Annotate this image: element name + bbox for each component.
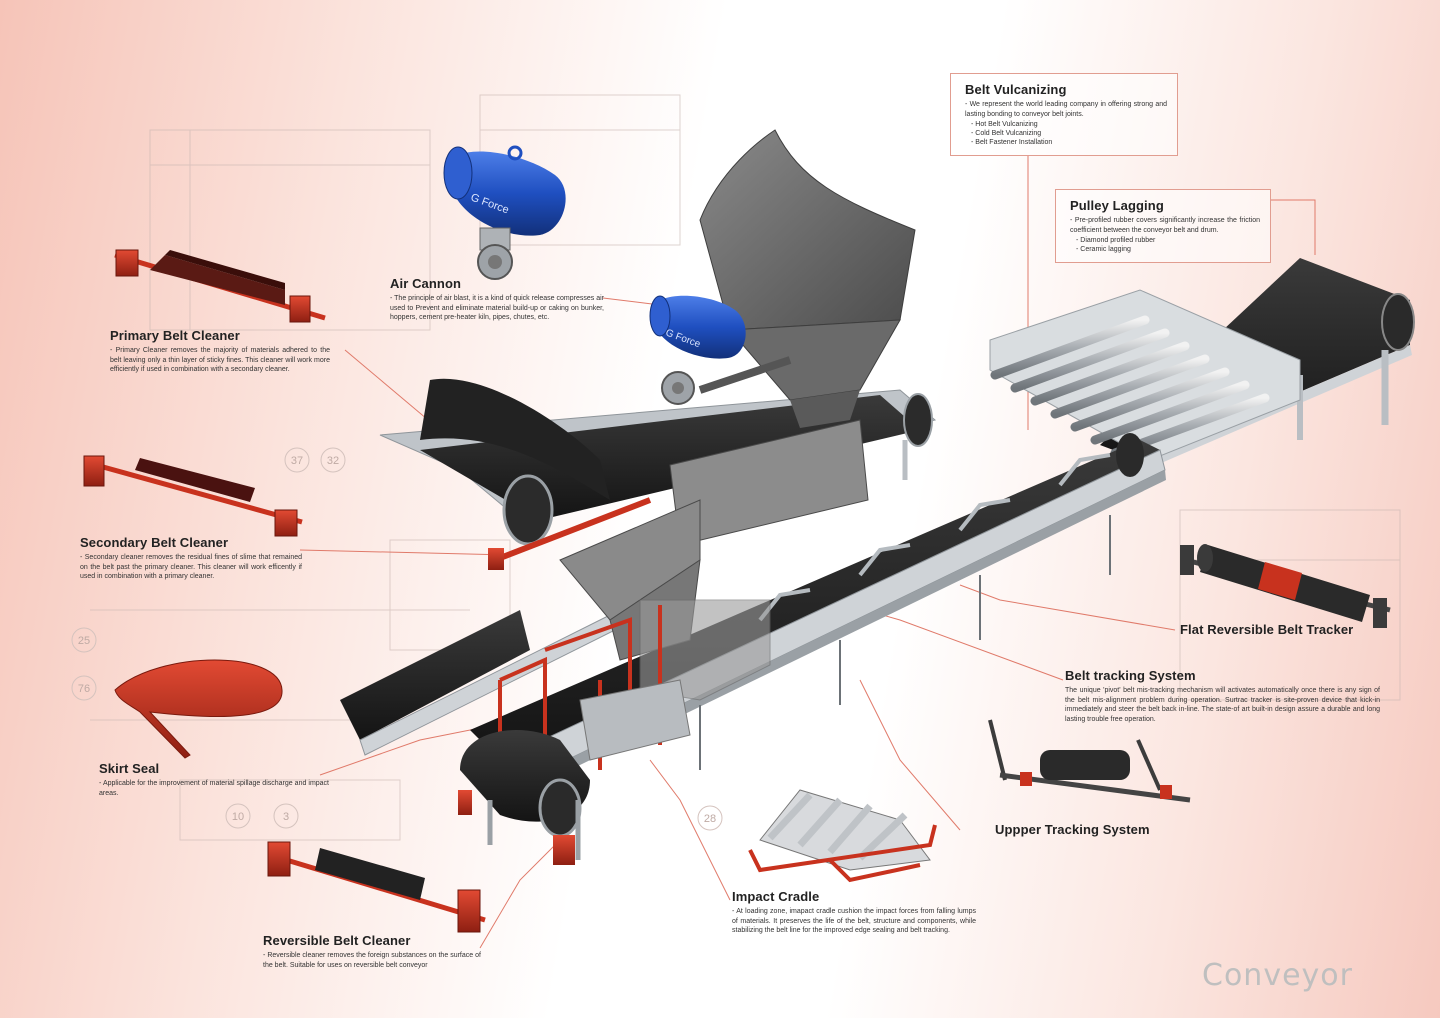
list-item: Diamond profiled rubber [1076, 236, 1260, 245]
background-drawing [90, 94, 1401, 841]
reversible-belt-cleaner-label: Reversible Belt Cleaner - Reversible cle… [263, 933, 481, 970]
skirt-seal-desc: - Applicable for the improvement of mate… [99, 780, 329, 797]
pulley-lagging-desc: - Pre-profiled rubber covers significant… [1070, 217, 1260, 234]
primary-belt-cleaner-product [114, 249, 326, 323]
upper-tracking-system-product [988, 719, 1191, 803]
list-item: Hot Belt Vulcanizing [971, 120, 1167, 129]
belt-vulcanizing-title: Belt Vulcanizing [965, 82, 1067, 97]
upper-tracking-system-label: Uppper Tracking System [995, 822, 1150, 840]
secondary-belt-cleaner-desc: - Secondary cleaner removes the residual… [80, 554, 302, 580]
reversible-belt-cleaner-title: Reversible Belt Cleaner [263, 933, 411, 948]
flat-reversible-belt-tracker-label: Flat Reversible Belt Tracker [1180, 622, 1353, 640]
primary-belt-cleaner-desc: - Primary Cleaner removes the majority o… [110, 347, 330, 373]
reversible-belt-cleaner-product [267, 841, 486, 933]
roller-rack [989, 289, 1301, 461]
flat-reversible-belt-tracker-product [1180, 544, 1391, 628]
air-cannon-title: Air Cannon [390, 276, 462, 291]
belt-vulcanizing-desc: - We represent the world leading company… [965, 101, 1167, 118]
drawing-number-circles: 37 32 25 76 10 3 28 [71, 447, 723, 831]
belt-tracking-system-desc: The unique 'pivot' belt mis-tracking mec… [1065, 687, 1380, 723]
belt-vulcanizing-label: Belt Vulcanizing - We represent the worl… [950, 73, 1178, 156]
pulley-lagging-label: Pulley Lagging - Pre-profiled rubber cov… [1055, 189, 1271, 263]
drawing-number: 37 [291, 455, 303, 467]
upper-tracking-system-title: Uppper Tracking System [995, 822, 1150, 837]
drawing-number: 32 [327, 455, 339, 467]
impact-cradle-title: Impact Cradle [732, 889, 820, 904]
list-item: Cold Belt Vulcanizing [971, 129, 1167, 138]
belt-tracking-system-title: Belt tracking System [1065, 668, 1196, 683]
skirt-seal-label: Skirt Seal - Applicable for the improvem… [99, 761, 329, 798]
front-conveyor-head [458, 730, 590, 865]
conveyor-watermark: Conveyor [1202, 958, 1353, 993]
list-item: Ceramic lagging [1076, 245, 1260, 254]
flat-reversible-belt-tracker-title: Flat Reversible Belt Tracker [1180, 622, 1354, 637]
air-cannon-large: G Force [443, 145, 566, 280]
upper-left-conveyor [379, 378, 937, 546]
reversible-belt-cleaner-desc: - Reversible cleaner removes the foreign… [263, 952, 481, 969]
air-cannon-mounted: G Force [649, 295, 746, 405]
primary-belt-cleaner-title: Primary Belt Cleaner [110, 328, 240, 343]
head-cleaner-installed [488, 497, 652, 570]
drawing-number: 3 [283, 811, 289, 823]
skirt-seal-title: Skirt Seal [99, 761, 160, 776]
impact-cradle-desc: - At loading zone, imapact cradle cushio… [732, 908, 976, 934]
belt-tracking-system-label: Belt tracking System The unique 'pivot' … [1065, 668, 1380, 724]
belt-vulcanizing-list: Hot Belt Vulcanizing Cold Belt Vulcanizi… [965, 120, 1167, 147]
list-item: Belt Fastener Installation [971, 138, 1167, 147]
drawing-number: 76 [78, 683, 90, 695]
impact-cradle-label: Impact Cradle - At loading zone, imapact… [732, 889, 976, 936]
skirt-seal-product [114, 659, 283, 759]
hopper [559, 129, 916, 661]
pulley-lagging-title: Pulley Lagging [1070, 198, 1164, 213]
air-cannon-desc: - The principle of air blast, it is a ki… [390, 295, 604, 321]
primary-belt-cleaner-label: Primary Belt Cleaner - Primary Cleaner r… [110, 328, 330, 375]
drawing-number: 28 [704, 813, 716, 825]
drawing-number: 25 [78, 635, 90, 647]
pulley-lagging-list: Diamond profiled rubber Ceramic lagging [1070, 236, 1260, 254]
secondary-belt-cleaner-label: Secondary Belt Cleaner - Secondary clean… [80, 535, 302, 582]
air-cannon-label: Air Cannon - The principle of air blast,… [390, 276, 604, 323]
drawing-number: 10 [232, 811, 244, 823]
secondary-belt-cleaner-title: Secondary Belt Cleaner [80, 535, 229, 550]
secondary-belt-cleaner-product [83, 455, 303, 537]
impact-cradle-product [748, 789, 937, 883]
